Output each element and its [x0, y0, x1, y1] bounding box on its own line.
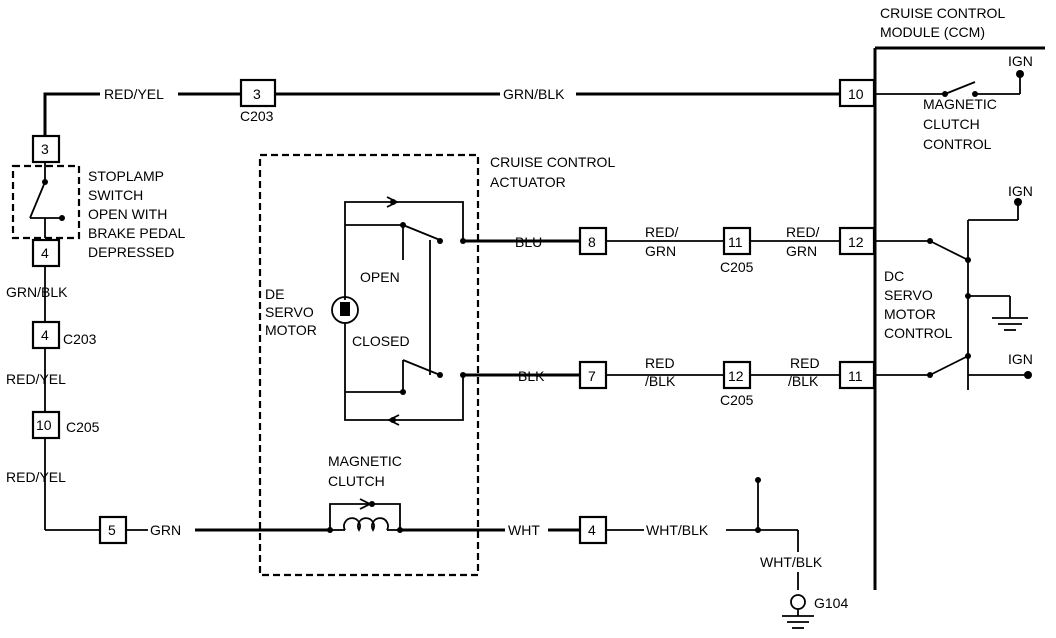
stoplamp-pin-4-label: 4 [41, 245, 49, 261]
servo-motor-circuit: OPEN DE SERVO MOTOR CLOSED [265, 196, 466, 426]
dc-servo-motor-control: IGN IGN DC SERVO MOTOR CONTROL [875, 183, 1033, 390]
actuator-title-line2: ACTUATOR [490, 174, 566, 190]
blu-circuit: BLU 8 RED/ GRN 11 C205 RED/ GRN 12 [463, 224, 876, 275]
c205-left-label: C205 [66, 419, 100, 435]
ccm-module: CRUISE CONTROL MODULE (CCM) [873, 5, 1045, 590]
wire-red-blk-right-1: RED [790, 355, 820, 371]
connector-c205-pin12 [722, 360, 752, 390]
ign-label-1: IGN [1008, 53, 1033, 69]
magnetic-clutch-control-switch: IGN MAGNETIC CLUTCH CONTROL [875, 53, 1033, 152]
wire-grn: GRN [150, 522, 181, 538]
connector-c205-pin11 [722, 226, 752, 256]
wire-wht-blk-horiz: WHT/BLK [646, 522, 709, 538]
ign-label-2: IGN [1008, 183, 1033, 199]
c203-pin3-top-label: 3 [253, 86, 261, 102]
mag-clutch-line2: CLUTCH [328, 473, 385, 489]
ccm-pin-12-label: 12 [848, 234, 864, 250]
actuator-title-line1: CRUISE CONTROL [490, 154, 615, 170]
wire-red-grn-mid-1: RED/ [645, 224, 679, 240]
c205-pin10-label: 10 [36, 417, 52, 433]
ign-label-3: IGN [1008, 351, 1033, 367]
pin8-label: 8 [588, 234, 596, 250]
ccm-title-line2: MODULE (CCM) [880, 24, 985, 40]
closed-label: CLOSED [352, 333, 410, 349]
wire-blk: BLK [518, 368, 545, 384]
wire-red-grn-right-1: RED/ [786, 224, 820, 240]
ccm-pin-11 [838, 360, 876, 390]
ccm-title-line1: CRUISE CONTROL [880, 5, 1005, 21]
c205-mid2-label: C205 [720, 392, 754, 408]
c203-left-label: C203 [63, 331, 97, 347]
open-label: OPEN [360, 269, 400, 285]
dc-servo-line1: DC [884, 268, 904, 284]
servo-motor-line1: DE [265, 286, 284, 302]
ccm-pin-10 [838, 78, 876, 108]
c203-top-label: C203 [240, 108, 274, 124]
mag-clutch-line1: MAGNETIC [328, 453, 402, 469]
wire-red-yel-bottom: RED/YEL [6, 469, 66, 485]
wire-red-grn-mid-2: GRN [645, 243, 676, 259]
connector-c205-pin10 [31, 410, 61, 440]
c205-pin12-label: 12 [728, 368, 744, 384]
left-chain: GRN/BLK 4 C203 RED/YEL 10 C205 RED/YEL [6, 266, 100, 531]
ground-g104-label: G104 [814, 595, 848, 611]
stoplamp-pin-3 [31, 134, 61, 164]
mag-clutch-ctrl-line2: CLUTCH [923, 116, 980, 132]
actuator-boundary [258, 153, 480, 577]
ground-g104-icon [790, 594, 806, 610]
wire-red-blk-mid-2: /BLK [645, 373, 676, 389]
wire-grn-blk-top: GRN/BLK [503, 86, 565, 102]
wire-red-grn-right-2: GRN [786, 243, 817, 259]
stoplamp-label-1: STOPLAMP [88, 168, 164, 184]
connector-pin8 [578, 226, 608, 256]
stoplamp-label-2: SWITCH [88, 187, 143, 203]
mag-clutch-ctrl-line3: CONTROL [923, 136, 992, 152]
wire-red-yel-top: RED/YEL [104, 86, 164, 102]
dc-servo-line2: SERVO [884, 287, 933, 303]
stoplamp-label-4: BRAKE PEDAL [88, 225, 185, 241]
stoplamp-switch: 3 4 STOPLAMP SWITCH OPEN WITH BRAKE PEDA… [11, 134, 185, 268]
servo-motor-line3: MOTOR [265, 322, 317, 338]
ccm-pin-10-label: 10 [848, 86, 864, 102]
dc-servo-line4: CONTROL [884, 325, 953, 341]
wire-wht: WHT [508, 522, 540, 538]
stoplamp-label-3: OPEN WITH [88, 206, 167, 222]
stoplamp-pin-3-label: 3 [41, 141, 49, 157]
c203-pin4-label: 4 [41, 327, 49, 343]
wire-red-blk-right-2: /BLK [788, 373, 819, 389]
magnetic-clutch-circuit: 5 GRN MAGNETIC CLUTCH WHT 4 WHT/BLK WHT/… [98, 453, 848, 629]
stoplamp-pin-4 [31, 238, 61, 268]
ccm-pin-12 [838, 226, 876, 256]
blk-circuit: BLK 7 RED /BLK 12 C205 RED /BLK 11 [463, 355, 876, 408]
c205-pin11-label: 11 [728, 234, 743, 250]
c205-mid1-label: C205 [720, 259, 754, 275]
dc-servo-line3: MOTOR [884, 306, 936, 322]
pin7-label: 7 [588, 368, 596, 384]
pin5-label: 5 [108, 522, 116, 538]
mag-clutch-ctrl-line1: MAGNETIC [923, 96, 997, 112]
wire-blu: BLU [515, 234, 542, 250]
top-circuit: 3 C203 RED/YEL GRN/BLK 10 [43, 78, 876, 135]
connector-pin7 [578, 360, 608, 390]
ccm-pin-11-label: 11 [848, 368, 863, 384]
connector-c203-pin3-top [239, 78, 277, 108]
connector-pin4-bottom [578, 515, 608, 545]
wire-red-yel-mid: RED/YEL [6, 371, 66, 387]
wire-red-blk-mid-1: RED [645, 355, 675, 371]
magnetic-clutch-coil [343, 517, 389, 532]
pin4-bottom-label: 4 [588, 522, 596, 538]
wire-grn-blk-left: GRN/BLK [6, 284, 68, 300]
servo-motor-line2: SERVO [265, 304, 314, 320]
stoplamp-label-5: DEPRESSED [88, 244, 174, 260]
connector-c203-pin4 [31, 320, 61, 350]
wire-wht-blk-vert: WHT/BLK [760, 554, 823, 570]
